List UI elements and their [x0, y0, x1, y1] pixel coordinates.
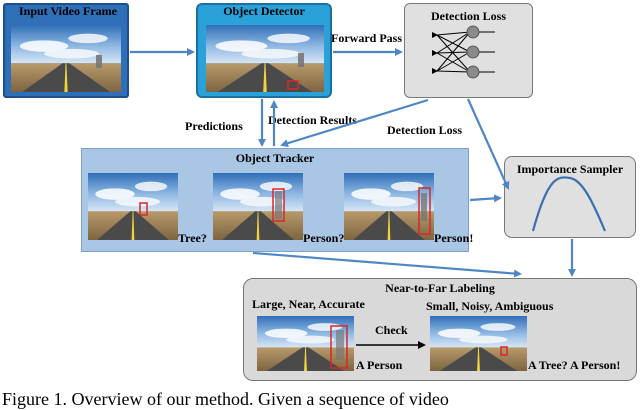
arrow-tracker-to-sampler: [469, 194, 502, 203]
input-frame-image: [11, 25, 121, 92]
tracker-tag-3: Person!: [434, 231, 474, 245]
tracker-label: Object Tracker: [235, 151, 315, 165]
detector-image: [206, 25, 324, 92]
tracker-tag-1: Tree?: [178, 231, 207, 245]
arrow-tracker-to-labeling: [252, 251, 522, 278]
edge-label-forward-pass: Forward Pass: [331, 31, 402, 45]
edge-label-predictions: Predictions: [185, 119, 243, 133]
input-frame-label: Input Video Frame: [18, 4, 117, 18]
labeling-label: Near-to-Far Labeling: [385, 281, 495, 295]
figure-caption: Figure 1. Overview of our method. Given …: [2, 389, 449, 409]
tracker-tag-2: Person?: [303, 231, 345, 245]
far-label: A Tree? A Person!: [528, 358, 621, 372]
tracker-frame-2: [213, 173, 303, 240]
input-frame-node: [3, 3, 129, 98]
edge-label-detection-results: Detection Results: [268, 113, 357, 127]
far-desc: Small, Noisy, Ambiguous: [426, 299, 554, 313]
check-label: Check: [375, 323, 408, 337]
near-image: [257, 316, 354, 371]
tracker-frame-1: [88, 173, 178, 240]
detection-loss-label: Detection Loss: [431, 9, 506, 23]
near-desc: Large, Near, Accurate: [252, 297, 365, 311]
near-label: A Person: [356, 358, 403, 372]
detector-node: [196, 3, 332, 98]
tracker-frame-3: [344, 173, 434, 240]
sampler-label: Importance Sampler: [516, 162, 624, 176]
edge-label-detection-loss: Detection Loss: [387, 123, 462, 137]
detector-label: Object Detector: [223, 4, 305, 18]
far-image: [430, 316, 527, 371]
